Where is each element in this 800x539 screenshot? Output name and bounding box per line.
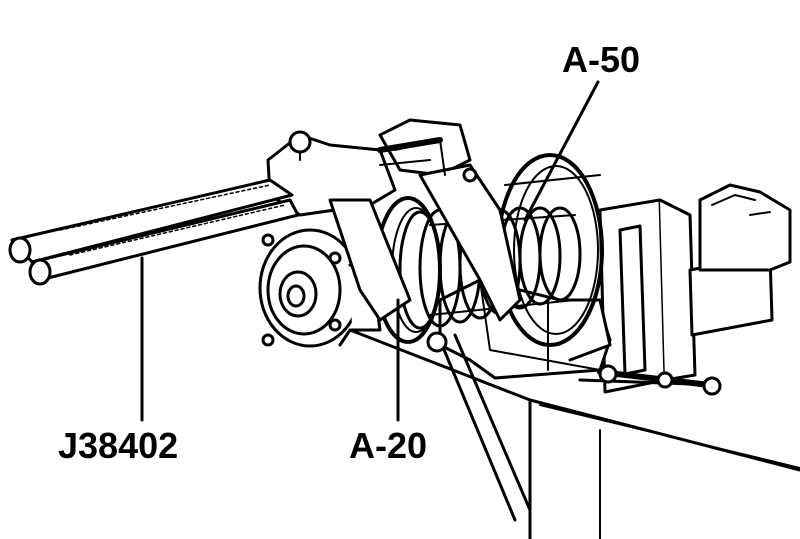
label-j38402: J38402	[58, 425, 179, 466]
workbench	[338, 328, 800, 539]
bench-vise	[578, 183, 792, 396]
callout-leaders	[140, 80, 600, 422]
label-a50: A-50	[562, 39, 641, 80]
threaded-rods	[8, 137, 443, 286]
strut-base	[438, 278, 612, 380]
compressor-frame	[266, 118, 522, 322]
support-rod	[426, 331, 532, 522]
leader-a50	[523, 80, 600, 222]
label-a20: A-20	[349, 425, 428, 466]
